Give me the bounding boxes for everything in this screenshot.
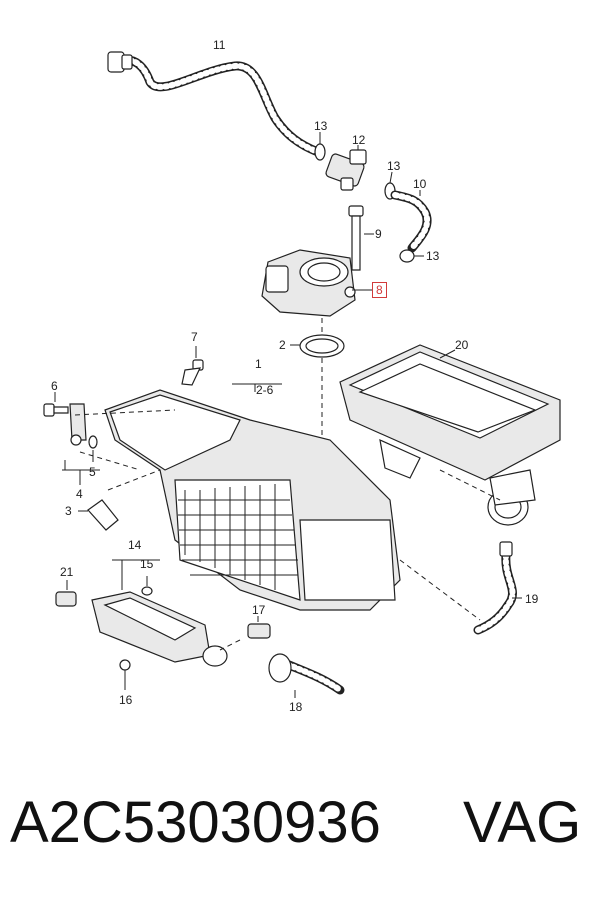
brand-name: VAG <box>463 790 582 855</box>
callout-20: 20 <box>455 338 469 352</box>
bolt-7 <box>181 346 204 386</box>
intake-manifold-1 <box>104 383 401 611</box>
bolt-9 <box>348 205 374 271</box>
callout-2: 2 <box>279 338 286 352</box>
callout-6: 6 <box>51 379 58 393</box>
callout-7: 7 <box>191 330 198 344</box>
hose-10 <box>390 190 432 253</box>
hose-18 <box>268 653 345 698</box>
throttle-body-8 <box>261 249 372 317</box>
screw-16 <box>119 659 131 690</box>
valve-block-14 <box>91 559 228 667</box>
callout-5: 5 <box>89 465 96 479</box>
gasket-2 <box>290 318 345 450</box>
hose-11 <box>107 51 323 157</box>
callout-14: 14 <box>128 538 142 552</box>
gasket-3 <box>78 499 119 531</box>
callout-3: 3 <box>65 504 72 518</box>
callout-1: 1 <box>255 357 262 371</box>
clamp-13-upper <box>314 132 326 161</box>
manifold-grid <box>178 484 298 590</box>
callout-21: 21 <box>60 565 74 579</box>
callout-17: 17 <box>252 603 266 617</box>
assembly-lines <box>74 409 501 621</box>
callout-4: 4 <box>76 487 83 501</box>
hose-19 <box>473 541 522 635</box>
callout-11: 11 <box>213 38 226 52</box>
seal-15 <box>141 576 153 596</box>
callout-2-6: 2-6 <box>256 383 274 397</box>
part-number: A2C53030936 <box>10 790 381 855</box>
valve-12 <box>325 145 367 191</box>
callout-9: 9 <box>375 227 382 241</box>
callout-10: 10 <box>413 177 427 191</box>
callout-13: 13 <box>314 119 328 133</box>
callout-8-highlighted: 8 <box>372 282 387 298</box>
callout-12: 12 <box>352 133 366 147</box>
callout-18: 18 <box>289 700 303 714</box>
plug-17 <box>219 616 271 651</box>
bolt-6 <box>43 392 69 417</box>
sensor-4 <box>62 403 100 485</box>
callout-13: 13 <box>387 159 401 173</box>
callout-16: 16 <box>119 693 133 707</box>
air-filter-20 <box>339 344 561 526</box>
callout-13: 13 <box>426 249 440 263</box>
seal-5 <box>88 435 98 462</box>
callout-15: 15 <box>140 557 154 571</box>
plug-21 <box>55 580 77 607</box>
callout-19: 19 <box>525 592 539 606</box>
clamp-13-lower <box>399 249 424 263</box>
